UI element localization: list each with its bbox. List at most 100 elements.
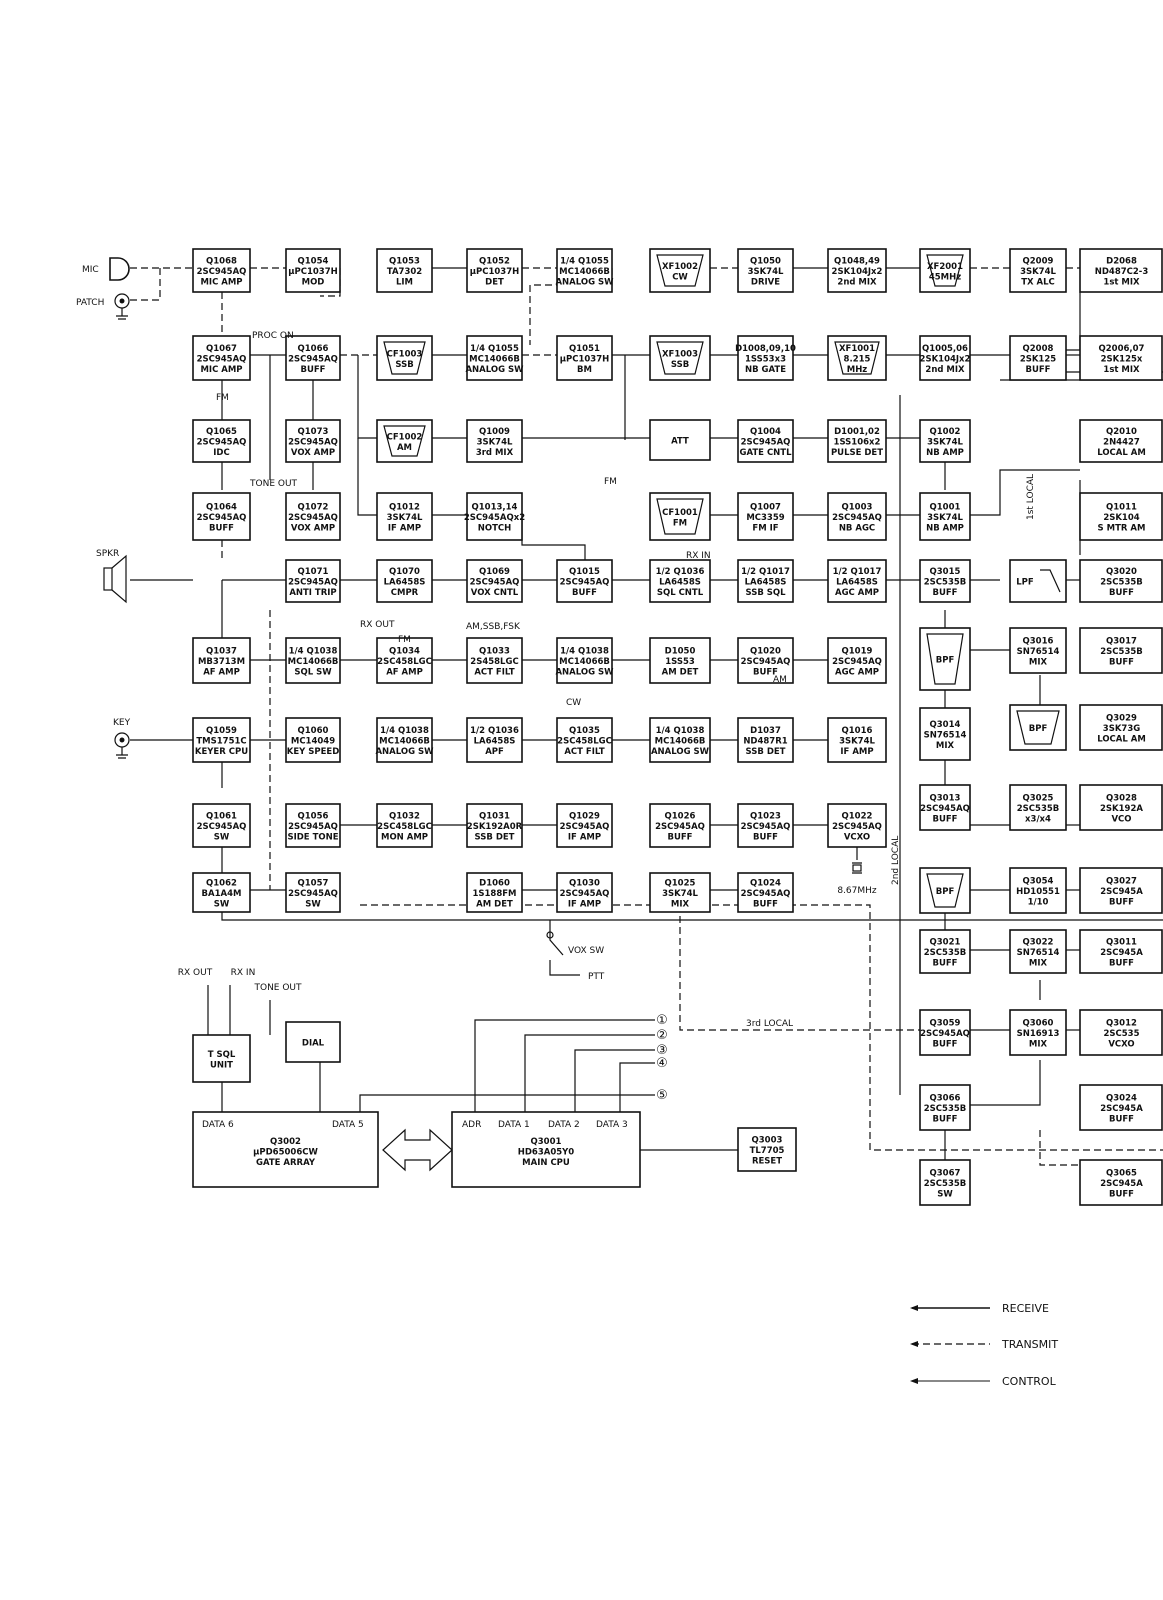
block-text: XF1003 [662, 349, 698, 359]
wiring [130, 267, 1163, 1172]
block-text: Q3014 [930, 720, 961, 730]
block-text: SN76514 [1017, 647, 1060, 657]
block-frame [919, 707, 971, 761]
block-text: 2SC945AQ [470, 578, 520, 588]
block-text: 2SC945AQ [288, 438, 338, 448]
block-text: Q1069 [479, 567, 510, 577]
block-text: Q3067 [930, 1169, 961, 1179]
block-text: 2SK104Jx2 [832, 267, 883, 277]
block-text: AF AMP [203, 668, 240, 678]
block-text: MIX [671, 900, 690, 910]
block-frame [1079, 335, 1163, 381]
legend-receive-label: RECEIVE [1002, 1302, 1049, 1315]
block-text: BPF [1029, 724, 1048, 734]
crystal-frequency-label: 8.67MHz [837, 886, 877, 896]
block-text: AM [397, 443, 412, 453]
block-text: Q3065 [1106, 1169, 1137, 1179]
control-output-1: ① [656, 1013, 668, 1028]
block-text: Q1053 [389, 257, 420, 267]
block-text: 2SC945AQ [741, 657, 791, 667]
block-text: Q1016 [842, 726, 873, 736]
block-text: NB AMP [926, 524, 964, 534]
block-text: 2SC535B [1100, 647, 1143, 657]
block-text: BUFF [753, 668, 778, 678]
block-text: LOCAL AM [1097, 448, 1146, 458]
block-text: 2SC945AQ [288, 889, 338, 899]
block-text: Q1031 [479, 812, 510, 822]
block-text: BUFF [753, 900, 778, 910]
block-text: D1037 [750, 726, 781, 736]
block-text: SSB DET [746, 747, 786, 757]
mode-label: AM,SSB,FSK [466, 622, 521, 632]
block-text: SSB [395, 360, 413, 370]
filter-symbol [834, 341, 880, 375]
block-frame [649, 637, 711, 684]
legend-control-label: CONTROL [1002, 1375, 1057, 1388]
block-frame [1009, 559, 1067, 603]
block-frame [192, 637, 251, 684]
block-text: Q1001 [930, 503, 961, 513]
block-text: SW [305, 900, 321, 910]
block-text: IDC [213, 448, 229, 458]
block-text: 3SK74L [387, 513, 423, 523]
block-frame [737, 559, 794, 603]
block-text: Q1061 [206, 812, 237, 822]
block-text: XF2001 [927, 262, 963, 272]
block-text: SQL SW [294, 668, 332, 678]
patch-jack-symbol [114, 293, 130, 320]
block-text: 2SC945AQ [832, 513, 882, 523]
block-text: Q1072 [298, 503, 329, 513]
block-text: Q3029 [1106, 714, 1137, 724]
block-text: CF1001 [662, 508, 698, 518]
block-text: CF1003 [387, 349, 423, 359]
control-output-4: ④ [656, 1056, 668, 1071]
block-text: LA6458S [745, 578, 787, 588]
cw-label: CW [566, 698, 581, 708]
block-text: GATE CNTL [739, 448, 792, 458]
block-text: Q1004 [750, 427, 781, 437]
block-frame [737, 492, 794, 541]
block-text: 2SC945AQ [288, 355, 338, 365]
block-text: DRIVE [751, 278, 780, 288]
block-frame [556, 803, 613, 848]
block-text: 2SC535B [924, 1104, 967, 1114]
block-text: Q1071 [298, 567, 329, 577]
block-text: Q3011 [1106, 938, 1137, 948]
control-output-2: ② [656, 1028, 668, 1043]
block-text: MIX [1029, 1040, 1048, 1050]
block-frame [919, 559, 971, 603]
control-output-3: ③ [656, 1043, 668, 1058]
block-text: 1/4 Q1038 [289, 647, 338, 657]
block-text: NB AMP [926, 448, 964, 458]
block-text: 2SC535B [924, 948, 967, 958]
block-frame [556, 637, 613, 684]
block-text: 2SC458LGC [377, 822, 432, 832]
legend: RECEIVE TRANSMIT CONTROL [910, 1302, 1058, 1388]
block-frame [1079, 492, 1163, 541]
block-text: Q1051 [569, 344, 600, 354]
block-text: 2SC535 [1103, 1029, 1139, 1039]
block-text: 2SK104 [1103, 513, 1139, 523]
block-frame [466, 248, 523, 293]
block-text: BUFF [1109, 1115, 1134, 1125]
block-frame [827, 559, 887, 603]
block-text: Q1056 [298, 812, 329, 822]
